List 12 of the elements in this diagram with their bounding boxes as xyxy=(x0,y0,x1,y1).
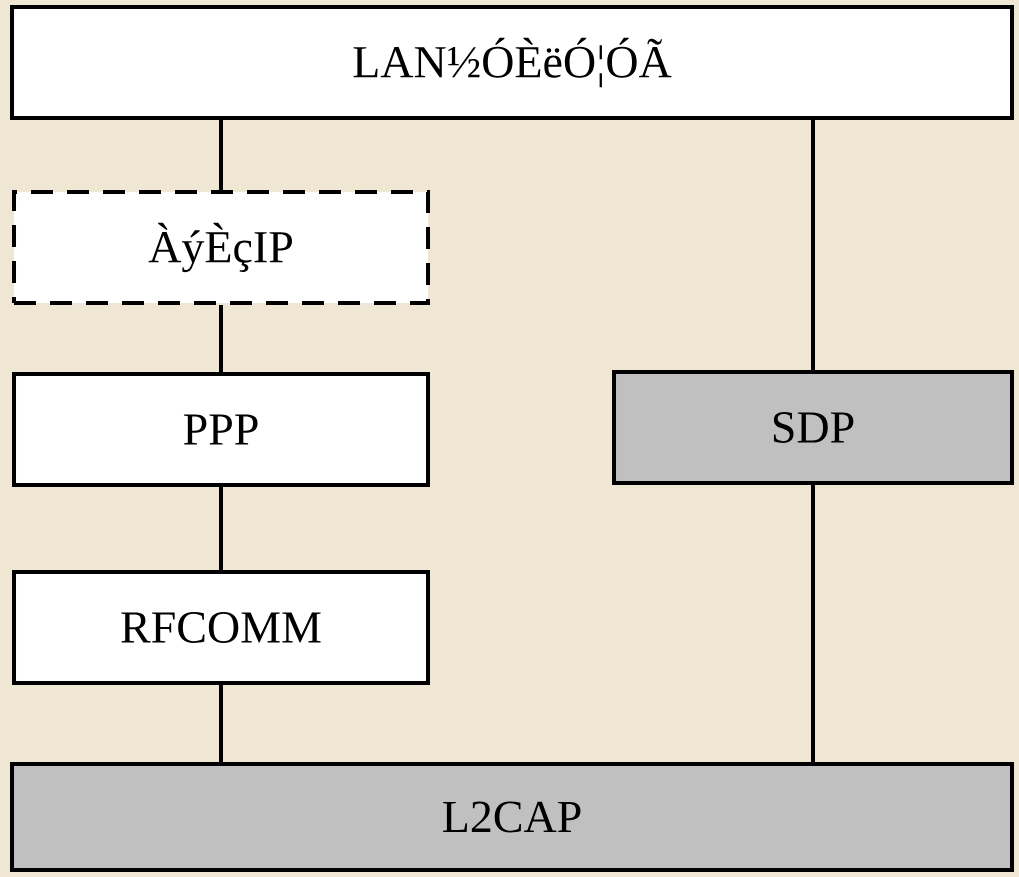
connector-line xyxy=(219,305,223,372)
protocol-box: RFCOMM xyxy=(12,570,430,685)
protocol-box: PPP xyxy=(12,372,430,487)
connector-line xyxy=(811,120,815,370)
connector-line xyxy=(219,120,223,190)
connector-line xyxy=(811,485,815,762)
connector-line xyxy=(219,487,223,570)
protocol-box: SDP xyxy=(612,370,1014,485)
protocol-box: ÀýÈçIP xyxy=(12,190,430,305)
protocol-box: L2CAP xyxy=(10,762,1014,872)
application-box: LAN½ÓÈëÓ¦ÓÃ xyxy=(10,5,1014,120)
connector-line xyxy=(219,685,223,762)
